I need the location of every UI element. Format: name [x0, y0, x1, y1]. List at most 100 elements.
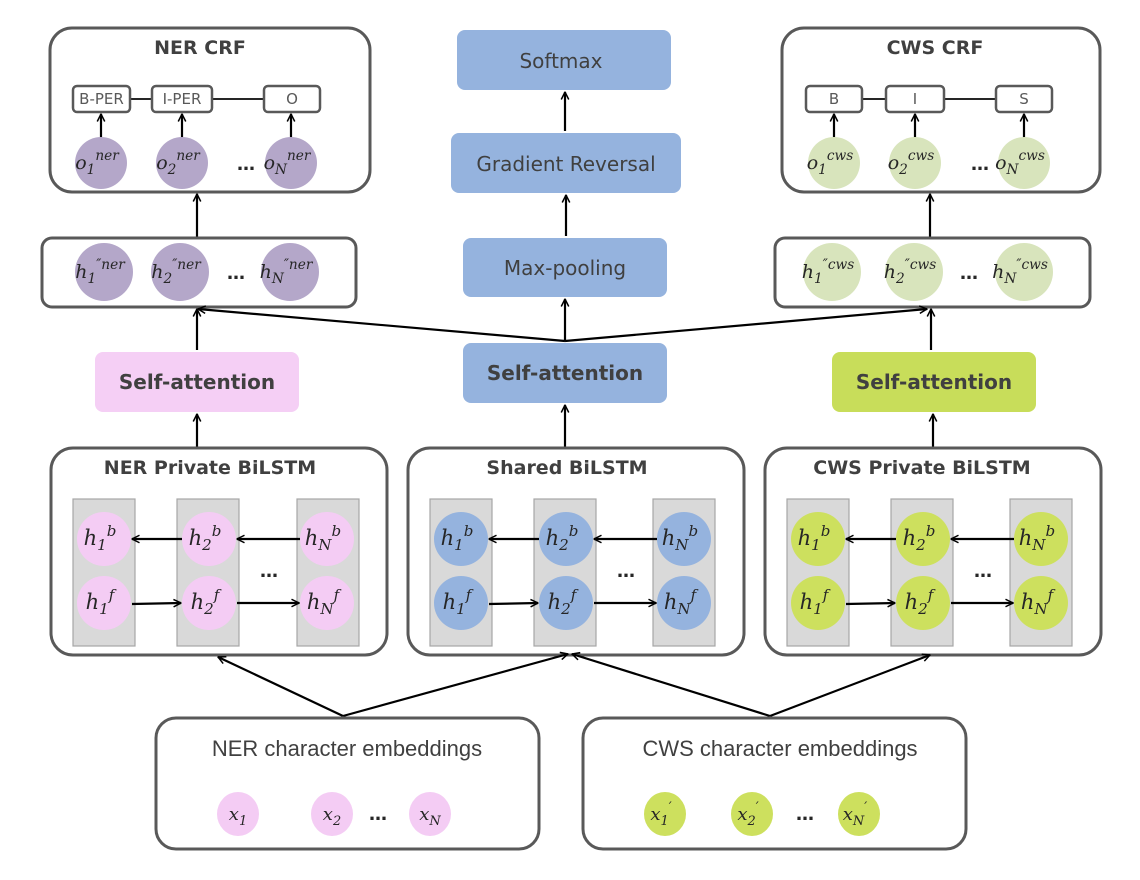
node-h: hNf	[300, 576, 354, 630]
cws-embeddings-block: CWS character embeddings x1′x2′xN′ …	[581, 716, 968, 851]
node-o: oNcws	[995, 137, 1050, 189]
node-h: hNb	[300, 512, 354, 566]
forward-arrow	[845, 603, 895, 604]
node-label: h1f	[86, 586, 117, 618]
ner-crf-title: NER CRF	[154, 37, 246, 59]
node-h: h1f	[77, 576, 131, 630]
ellipsis: …	[227, 263, 245, 284]
node-label: hN″ner	[260, 257, 314, 287]
node-label: o1cws	[807, 148, 854, 178]
ner-tag-box	[262, 84, 322, 114]
node-circle	[998, 137, 1050, 189]
node-o: o2ner	[156, 137, 208, 189]
node-label: h1b	[798, 522, 831, 554]
cws-tag-label: S	[1019, 90, 1029, 108]
node-circle	[889, 137, 941, 189]
node-label: xN′	[843, 800, 868, 829]
cws-tag-label: B	[829, 90, 839, 108]
node-h: h2f	[182, 576, 236, 630]
node-h: h1f	[791, 576, 845, 630]
ner-tag-box	[71, 84, 132, 114]
cws-crf-title: CWS CRF	[887, 37, 984, 59]
node-label: hNb	[305, 522, 341, 554]
node-h: hNf	[657, 576, 711, 630]
node-circle	[156, 137, 208, 189]
node-label: h1f	[443, 586, 474, 618]
ner-self-attention-box	[95, 352, 299, 412]
softmax-label: Softmax	[519, 49, 602, 73]
node-h: hNb	[1014, 512, 1068, 566]
node-circle	[434, 576, 488, 630]
node-h: h1b	[434, 512, 488, 566]
node-label: x2	[323, 804, 341, 829]
node-circle	[300, 576, 354, 630]
node-x: x1	[217, 792, 259, 836]
node-circle	[261, 243, 319, 301]
node-circle	[896, 576, 950, 630]
node-h: hNf	[1014, 576, 1068, 630]
node-circle	[896, 512, 950, 566]
node-row: h1″ner h2″ner hN″ner	[75, 243, 319, 301]
node-label: h2″ner	[151, 257, 202, 287]
node-o: o2cws	[888, 137, 941, 189]
ner-tag-label: B-PER	[79, 90, 124, 108]
ellipsis: …	[369, 804, 387, 825]
node-label: h1b	[84, 522, 117, 554]
node-x: x2	[311, 792, 353, 836]
node-circle	[75, 243, 133, 301]
node-label: xN	[419, 804, 441, 829]
max-pooling-label: Max-pooling	[504, 256, 626, 280]
node-label: o2ner	[156, 148, 201, 178]
node-h: h2″cws	[884, 243, 943, 301]
ner-self-attention-label: Self-attention	[119, 370, 275, 394]
node-label: hNb	[1019, 522, 1055, 554]
node-label: x2′	[737, 800, 758, 829]
node-h: h1″ner	[75, 243, 133, 301]
node-circle	[791, 512, 845, 566]
node-circle	[75, 137, 127, 189]
node-row: x1 x2 xN	[217, 792, 451, 836]
node-row: x1′ x2′ xN′	[644, 792, 880, 836]
node-circle	[995, 243, 1053, 301]
node-circle	[300, 512, 354, 566]
node-label: h2″cws	[884, 257, 936, 287]
ellipsis: …	[237, 154, 255, 175]
arrow	[218, 656, 344, 717]
arrow	[564, 309, 927, 343]
node-circle	[1014, 512, 1068, 566]
gradient-reversal-label: Gradient Reversal	[476, 152, 655, 176]
node-label: oNner	[264, 148, 312, 178]
node-label: h2b	[189, 522, 222, 554]
cws-self-attention-box	[832, 352, 1036, 412]
forward-arrow	[131, 603, 181, 604]
node-label: hNf	[1021, 586, 1056, 618]
node-o: o1cws	[807, 137, 860, 189]
node-circle	[77, 512, 131, 566]
cws-tag-box	[804, 84, 864, 114]
arrow	[572, 654, 771, 718]
node-circle	[657, 512, 711, 566]
node-circle	[808, 137, 860, 189]
node-x: x1′	[644, 792, 686, 836]
node-label: h2f	[548, 586, 579, 618]
node-x: x2′	[731, 792, 773, 836]
node-label: hN″cws	[992, 257, 1048, 287]
node-label: h2b	[546, 522, 579, 554]
node-h: h2b	[539, 512, 593, 566]
ner-embeddings-title: NER character embeddings	[212, 736, 482, 761]
node-h: h1b	[77, 512, 131, 566]
cws-embeddings-title: CWS character embeddings	[642, 736, 917, 761]
cws-bilstm-title: CWS Private BiLSTM	[813, 457, 1030, 479]
node-h: hNb	[657, 512, 711, 566]
max-pooling-box	[463, 238, 667, 297]
node-h: h2″ner	[151, 243, 209, 301]
cws-tag-box	[884, 84, 946, 114]
node-label: oNcws	[995, 148, 1045, 178]
node-circle	[885, 243, 943, 301]
